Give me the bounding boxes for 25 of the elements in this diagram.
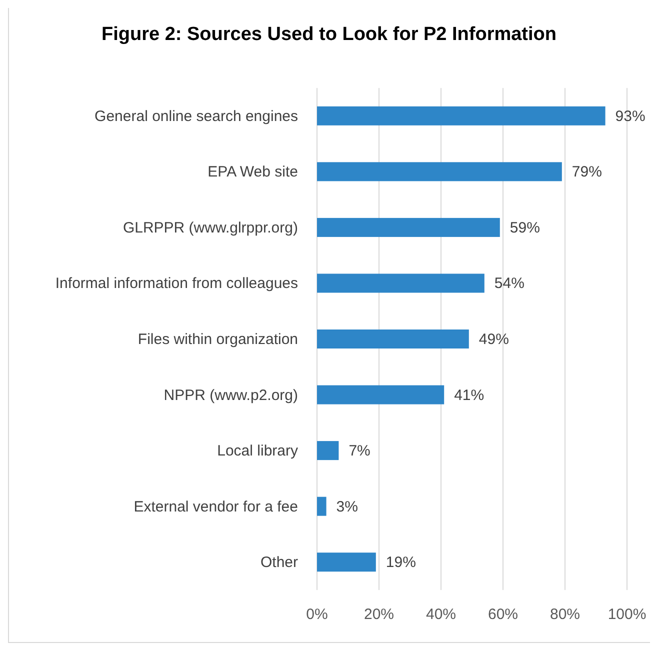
axis-tick-label: 0% (306, 606, 328, 623)
chart-title: Figure 2: Sources Used to Look for P2 Information (100, 24, 558, 46)
axis-tick-label: 40% (426, 606, 456, 623)
value-label: 49% (478, 331, 509, 348)
value-label: 3% (336, 498, 358, 516)
category-label: General online search engines (94, 108, 298, 125)
value-label: 41% (454, 386, 484, 404)
category-label: EPA Web site (208, 164, 298, 181)
axis-tick-label: 20% (364, 606, 394, 623)
axis-tick-label: 80% (550, 606, 580, 623)
value-label: 19% (386, 554, 416, 572)
category-label: Informal information from colleagues (55, 275, 298, 292)
value-label: 93% (615, 108, 646, 125)
axis-tick-label: 100% (608, 606, 646, 623)
category-label: NPPR (www.p2.org) (164, 386, 298, 404)
category-label: Other (260, 554, 298, 572)
value-label: 59% (510, 219, 540, 236)
value-label: 79% (572, 164, 602, 181)
value-label: 54% (494, 275, 524, 292)
category-label: GLRPPR (www.glrppr.org) (122, 219, 298, 236)
category-label: Local library (217, 442, 298, 460)
category-label: Files within organization (138, 331, 298, 348)
axis-tick-label: 60% (488, 606, 518, 623)
category-label: External vendor for a fee (134, 498, 298, 516)
value-label: 7% (348, 442, 370, 460)
